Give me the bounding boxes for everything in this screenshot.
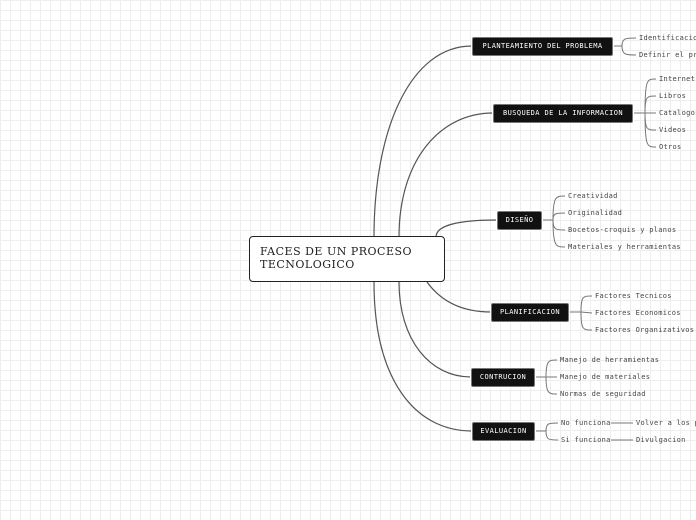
leaf-manejo-materiales[interactable]: Manejo de materiales <box>560 373 651 381</box>
node-busqueda[interactable]: BUSQUEDA DE LA INFORMACION <box>493 104 633 123</box>
leaf-materiales-herramientas[interactable]: Materiales y herramientas <box>568 243 681 251</box>
central-topic-line-1: FACES DE UN PROCESO <box>260 245 413 258</box>
central-topic[interactable]: FACES DE UN PROCESO TECNOLOGICO <box>249 236 445 282</box>
leaf-videos[interactable]: Videos <box>659 126 687 134</box>
leaf-manejo-herramientas[interactable]: Manejo de herramientas <box>560 356 660 364</box>
leaf-no-funciona[interactable]: No funciona <box>561 419 611 427</box>
node-contrucion[interactable]: CONTRUCION <box>471 368 535 387</box>
leaf-normas-seguridad[interactable]: Normas de seguridad <box>560 390 646 398</box>
leaf-definir[interactable]: Definir el pro <box>639 51 696 59</box>
central-topic-line-2: TECNOLOGICO <box>260 258 355 271</box>
leaf-identificacion[interactable]: Identificacion d <box>639 34 696 42</box>
node-planteamiento[interactable]: PLANTEAMIENTO DEL PROBLEMA <box>472 37 613 56</box>
node-evaluacion[interactable]: EVALUACION <box>472 422 535 441</box>
leaf-creatividad[interactable]: Creatividad <box>568 192 618 200</box>
leaf-factores-economicos[interactable]: Factores Economicos <box>595 309 681 317</box>
leaf-otros[interactable]: Otros <box>659 143 682 151</box>
leaf-originalidad[interactable]: Originalidad <box>568 209 623 217</box>
node-diseno[interactable]: DISEÑO <box>497 211 542 230</box>
leaf-volver[interactable]: Volver a los p <box>636 419 696 427</box>
leaf-internet[interactable]: Internet <box>659 75 696 83</box>
leaf-factores-tecnicos[interactable]: Factores Tecnicos <box>595 292 672 300</box>
leaf-bocetos[interactable]: Bocetos-croquis y planos <box>568 226 677 234</box>
node-planificacion[interactable]: PLANIFICACION <box>491 303 569 322</box>
leaf-si-funciona[interactable]: Si funciona <box>561 436 611 444</box>
leaf-libros[interactable]: Libros <box>659 92 687 100</box>
leaf-catalogos[interactable]: Catalogos <box>659 109 696 117</box>
leaf-factores-organizativos[interactable]: Factores Organizativos <box>595 326 695 334</box>
leaf-divulgacion[interactable]: Divulgacion <box>636 436 686 444</box>
